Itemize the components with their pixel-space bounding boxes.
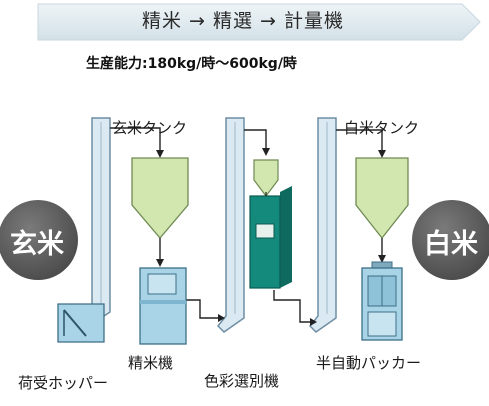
packer-graphic bbox=[361, 261, 403, 341]
brown-rice-tank-graphic bbox=[131, 157, 189, 267]
color-sorter-graphic bbox=[249, 186, 292, 289]
semi-auto-packer-label: 半自動パッカー bbox=[316, 354, 422, 372]
process-steps-title: 精米 → 精選 → 計量機 bbox=[142, 10, 344, 32]
receiving-hopper-label: 荷受ホッパー bbox=[18, 374, 109, 392]
flow-arrowheads bbox=[156, 148, 386, 326]
sorter-hopper-graphic bbox=[253, 159, 279, 197]
brown-rice-tank-label: 玄米タンク bbox=[112, 119, 188, 137]
elevator-2 bbox=[216, 117, 245, 333]
brown-rice-badge bbox=[0, 200, 78, 280]
white-rice-badge-label: 白米 bbox=[424, 229, 478, 260]
header-arrow-band bbox=[37, 3, 481, 41]
rice-polisher-label: 精米機 bbox=[128, 354, 174, 372]
receiving-hopper-graphic bbox=[57, 303, 105, 343]
white-rice-tank-label: 白米タンク bbox=[344, 119, 420, 137]
white-rice-badge bbox=[412, 200, 489, 280]
elevator-1 bbox=[78, 117, 111, 329]
white-rice-tank-graphic bbox=[355, 157, 409, 263]
rice-polisher-graphic bbox=[139, 267, 187, 345]
capacity-text: 生産能力:180kg/時〜600kg/時 bbox=[86, 56, 297, 72]
brown-rice-badge-label: 玄米 bbox=[10, 229, 64, 260]
flow-lines bbox=[85, 127, 383, 330]
elevator-3 bbox=[308, 117, 337, 333]
color-sorter-label: 色彩選別機 bbox=[204, 372, 280, 390]
